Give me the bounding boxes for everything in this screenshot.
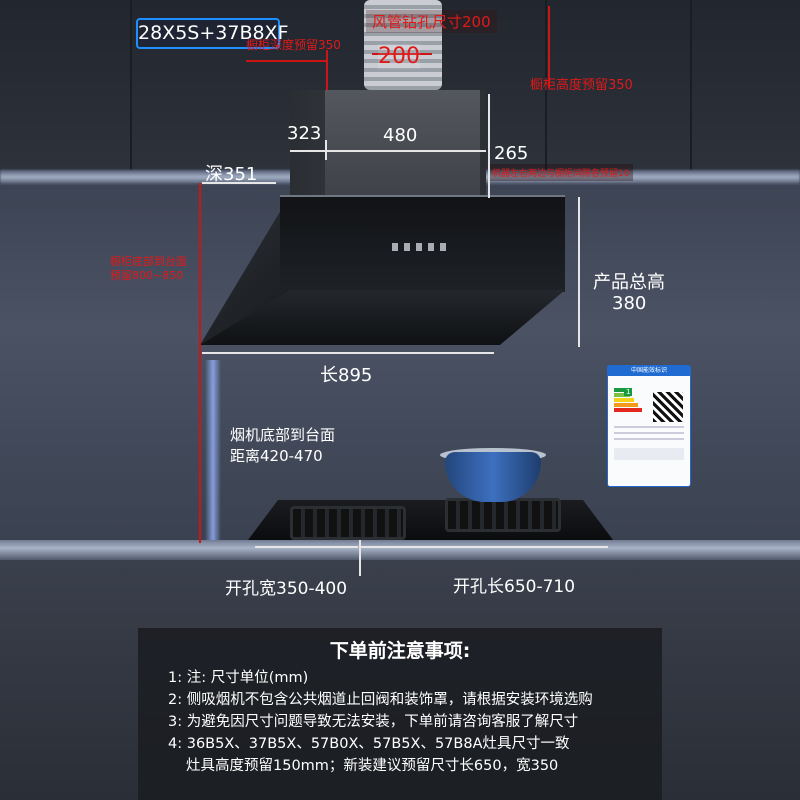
- cabinet-seam: [130, 0, 132, 170]
- cabinet-bottom-line2: 预留800~850: [110, 269, 184, 282]
- dim-323: 323: [287, 123, 322, 144]
- cutout-length-label: 开孔长650-710: [453, 577, 576, 597]
- length-line: [202, 352, 494, 354]
- cabinet-bottom-line1: 橱柜底部到台面: [110, 255, 187, 268]
- side-gap-label: 机器左右两边与橱柜间隙各预留10: [488, 164, 634, 181]
- depth-line: [202, 182, 276, 184]
- hood-to-counter-label: 烟机底部到台面 距离420-470: [230, 425, 335, 467]
- notice-line: 灶具高度预留150mm；新装建议预留尺寸长650，宽350: [186, 758, 559, 774]
- vertical-light-strip: [205, 360, 221, 540]
- chimney-height-line: [488, 94, 490, 198]
- hood-to-counter-line1: 烟机底部到台面: [230, 426, 336, 444]
- notice-line: 2: 侧吸烟机不包含公共烟道止回阀和装饰罩，请根据安装环境选购: [168, 692, 593, 708]
- duct-hole-label: 风管钻孔尺寸200: [366, 10, 497, 33]
- cutout-length-line: [360, 546, 608, 548]
- depth-label: 深351: [205, 164, 258, 185]
- duct-width: 200: [378, 44, 420, 69]
- right-burner: [445, 498, 561, 532]
- energy-grade: 1: [624, 388, 633, 396]
- blue-pot: [445, 452, 541, 502]
- model-badge: 28X5S+37B8XF: [136, 18, 289, 49]
- order-notice-box: 下单前注意事项: 1: 注: 尺寸单位(mm) 2: 侧吸烟机不包含公共烟道止回…: [138, 628, 662, 800]
- cabinet-bottom-label: 橱柜底部到台面 预留800~850: [110, 255, 187, 283]
- cabinet-depth-line: [246, 60, 326, 62]
- hood-glass-panel: [280, 195, 565, 292]
- duct-dimension-line: [372, 53, 432, 55]
- dim-265: 265: [494, 143, 529, 164]
- hood-chimney-face: [325, 90, 480, 200]
- dim-480: 480: [383, 125, 418, 146]
- product-height-line: [578, 197, 580, 347]
- cabinet-bottom-line: [199, 183, 201, 543]
- product-height-value: 380: [612, 293, 647, 314]
- notice-line: 3: 为避免因尺寸问题导致无法安装，下单前请咨询客服了解尺寸: [168, 714, 579, 730]
- left-burner: [290, 506, 406, 540]
- length-label: 长895: [320, 365, 373, 386]
- cabinet-seam: [690, 0, 692, 170]
- cutout-divider: [359, 540, 361, 576]
- hood-to-counter-line2: 距离420-470: [230, 447, 323, 465]
- top-width-line: [290, 150, 486, 152]
- notice-title: 下单前注意事项:: [329, 640, 471, 662]
- cabinet-depth-tick: [326, 50, 328, 90]
- top-width-tick: [325, 140, 327, 160]
- cabinet-height-label: 橱柜高度预留350: [530, 78, 633, 93]
- energy-efficiency-label: 中国能效标识 1: [607, 365, 691, 487]
- notice-line: 4: 36B5X、37B5X、57B0X、57B5X、57B8A灶具尺寸一致: [168, 736, 570, 752]
- cutout-width-label: 开孔宽350-400: [225, 579, 348, 599]
- cabinet-height-line: [548, 6, 550, 88]
- hood-control-panel: [392, 236, 460, 251]
- cabinet-seam: [545, 0, 547, 170]
- product-height-label: 产品总高: [593, 272, 665, 293]
- notice-line: 1: 注: 尺寸单位(mm): [168, 670, 309, 686]
- qr-code: [653, 392, 683, 422]
- countertop-light: [0, 540, 800, 560]
- cabinet-depth-label: 橱柜深度预留350: [246, 38, 341, 52]
- energy-label-title: 中国能效标识: [608, 366, 690, 376]
- cutout-width-line: [255, 546, 358, 548]
- exhaust-duct: [364, 0, 442, 90]
